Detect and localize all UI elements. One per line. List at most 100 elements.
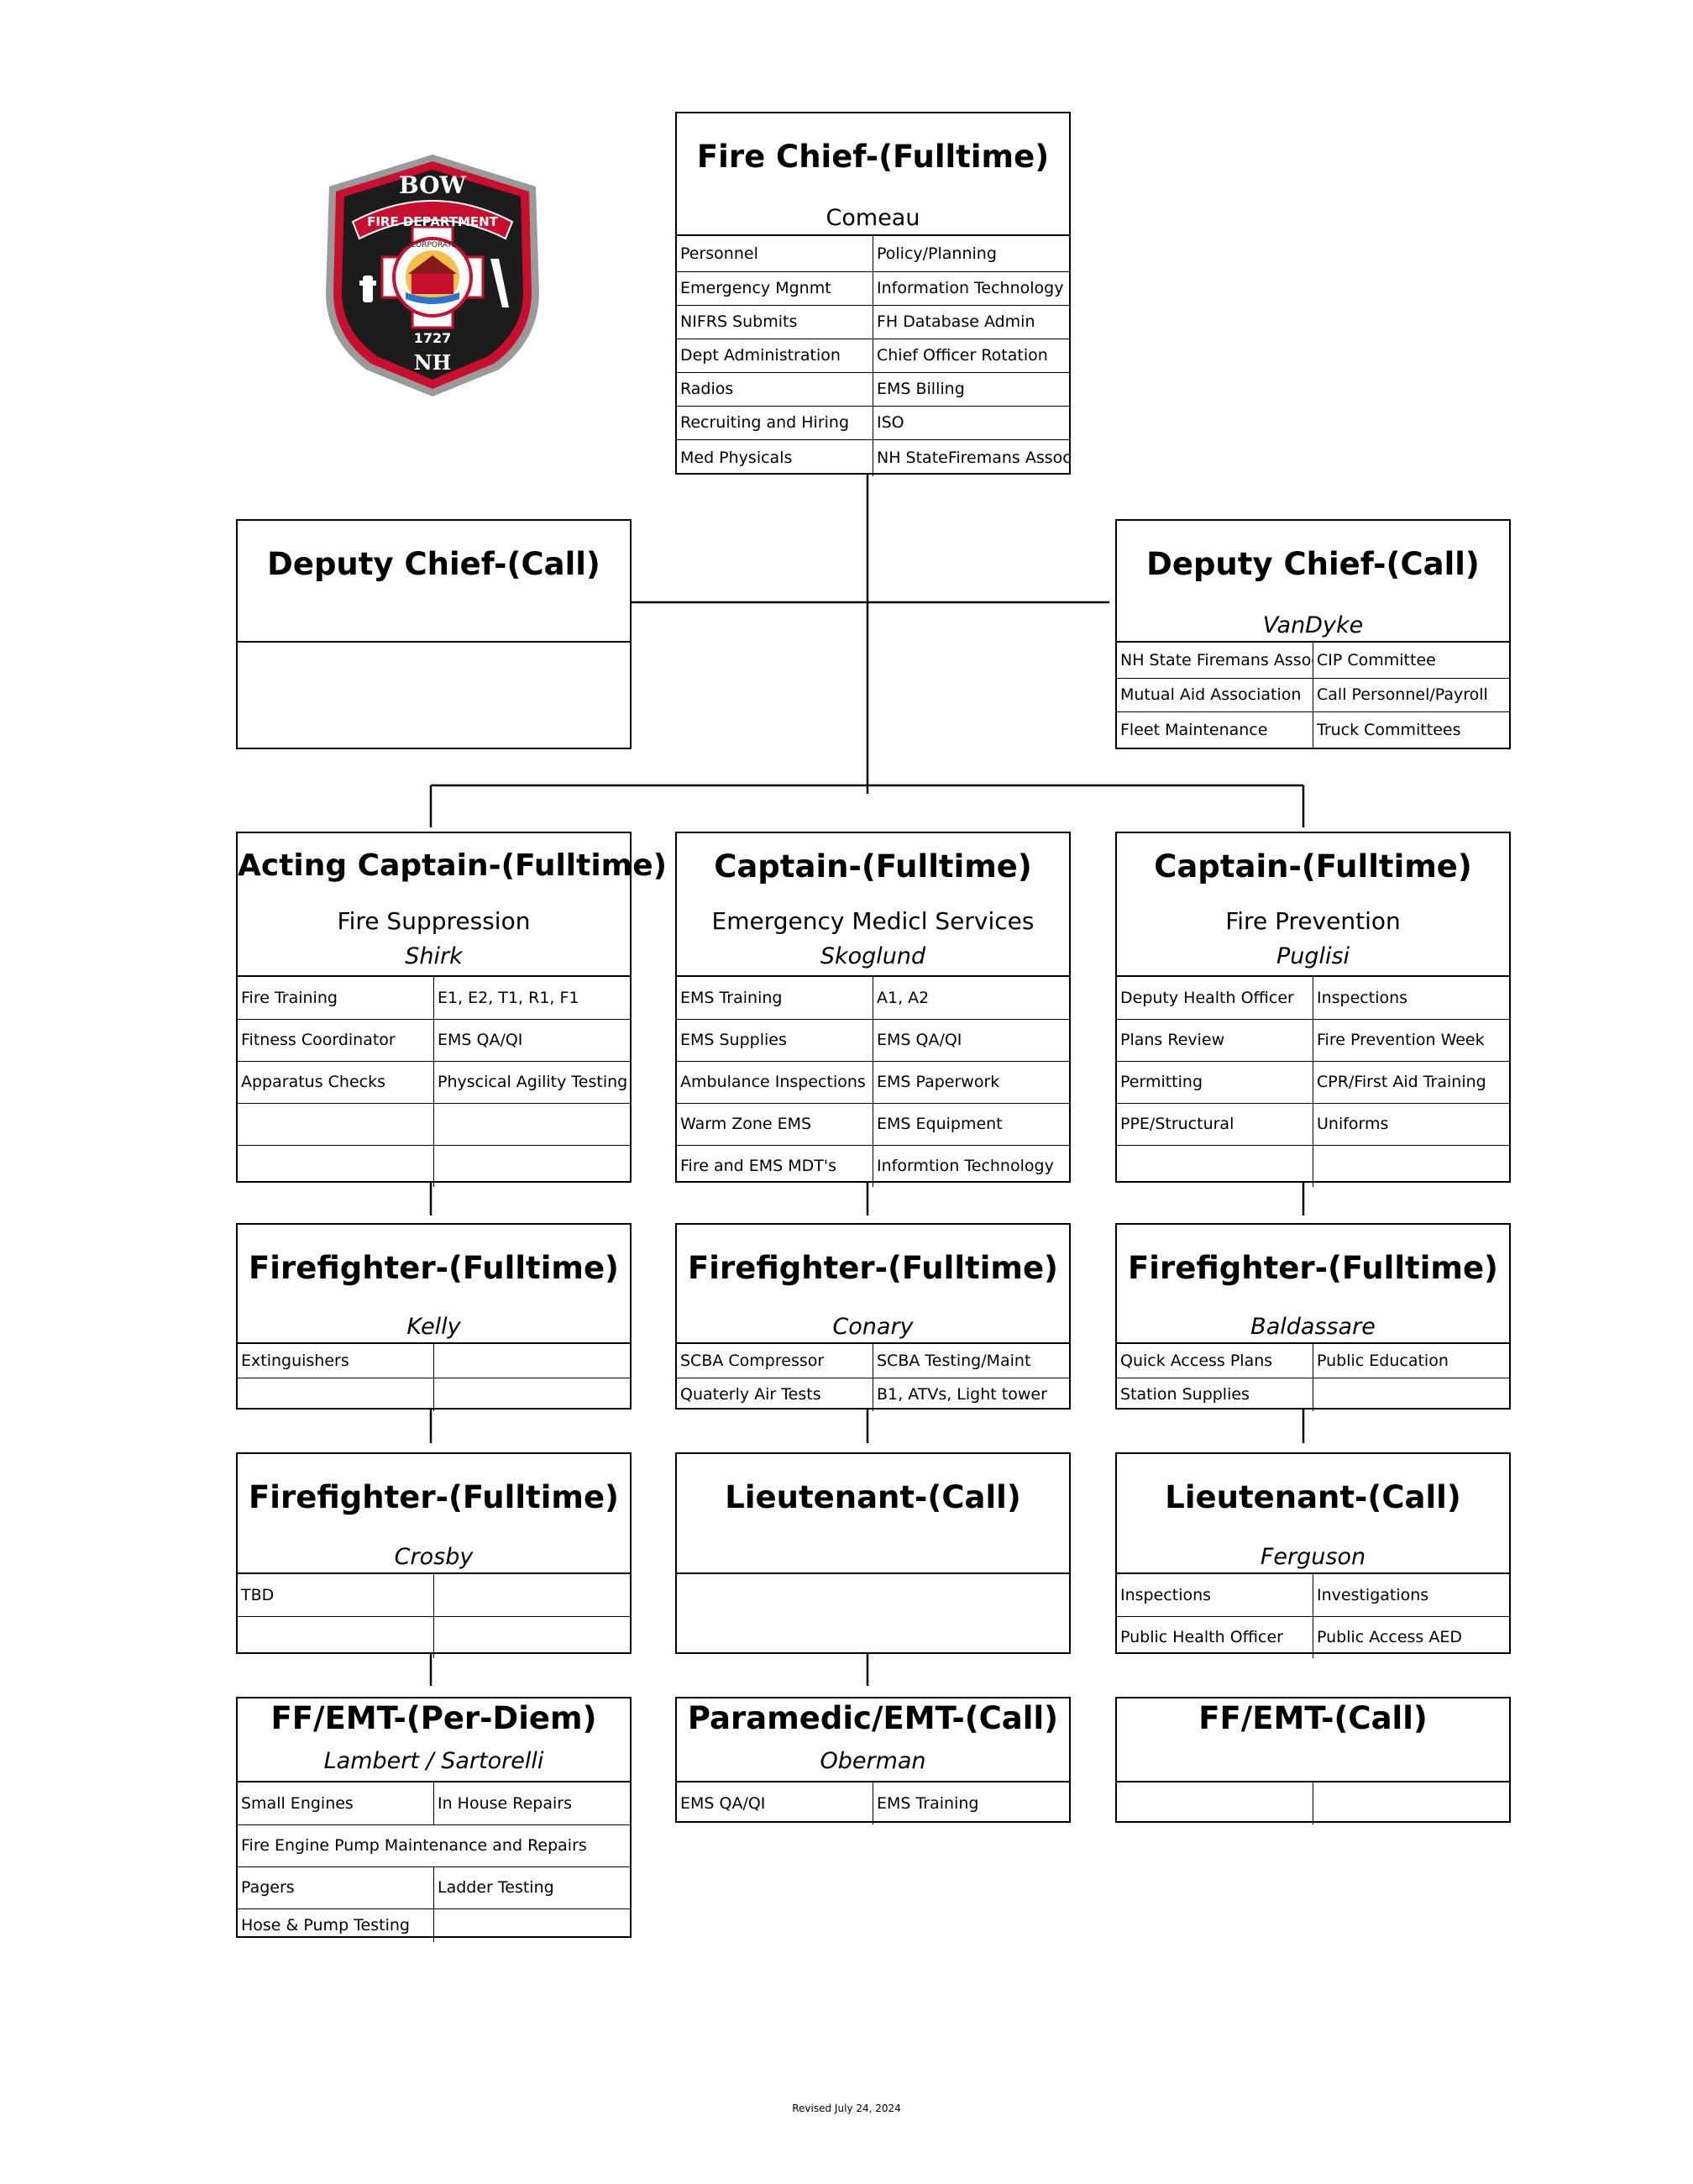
duty-cell: Warm Zone EMS <box>677 1102 873 1146</box>
duty-cell <box>1117 1144 1313 1187</box>
duty-cell: Fleet Maintenance <box>1117 711 1313 748</box>
duty-cell: Inspections <box>1117 1574 1313 1617</box>
logo-year: 1727 <box>414 330 452 346</box>
duty-cell: Ambulance Inspections <box>677 1060 873 1104</box>
duty-row: Extinguishers <box>238 1344 630 1378</box>
duties-table: Extinguishers <box>238 1344 630 1411</box>
duty-row: Fire Engine Pump Maintenance and Repairs <box>238 1824 630 1867</box>
position-box-captain-ems: Captain-(Fulltime)Emergency Medicl Servi… <box>675 832 1071 1187</box>
duty-row <box>1117 1782 1509 1824</box>
person-name: Puglisi <box>1276 943 1350 969</box>
duty-cell: Apparatus Checks <box>238 1060 434 1104</box>
duty-cell: EMS Training <box>873 1782 1069 1824</box>
position-box-ffemt-call: FF/EMT-(Call) <box>1115 1697 1511 1824</box>
position-title: Firefighter-(Fulltime) <box>249 1250 619 1286</box>
duty-cell: Deputy Health Officer <box>1117 977 1313 1020</box>
duty-cell: Med Physicals <box>677 438 873 476</box>
duty-cell: CIP Committee <box>1313 643 1509 679</box>
duty-cell: NH State Firemans Assoc <box>1117 643 1313 679</box>
duty-cell: EMS Training <box>677 977 873 1020</box>
position-header: FF/EMT-(Per-Diem)Lambert / Sartorelli <box>238 1698 630 1782</box>
duty-cell: EMS Equipment <box>873 1102 1069 1146</box>
revised-date: Revised July 24, 2024 <box>792 2103 901 2114</box>
position-title: Firefighter-(Fulltime) <box>249 1479 619 1515</box>
duty-row: Station Supplies <box>1117 1377 1509 1411</box>
duty-cell: Extinguishers <box>238 1344 434 1378</box>
position-title: Firefighter-(Fulltime) <box>1128 1250 1498 1286</box>
position-title: Firefighter-(Fulltime) <box>688 1250 1058 1286</box>
duty-cell: Fitness Coordinator <box>238 1018 434 1062</box>
position-header: Firefighter-(Fulltime)Crosby <box>238 1454 630 1574</box>
duty-cell: Inspections <box>1313 977 1509 1020</box>
division-name: Emergency Medicl Services <box>711 907 1035 935</box>
position-header: Lieutenant-(Call)Ferguson <box>1117 1454 1509 1574</box>
duty-cell: Quaterly Air Tests <box>677 1377 873 1411</box>
position-title: Captain-(Fulltime) <box>1154 848 1472 885</box>
duty-cell: Ladder Testing <box>433 1866 630 1909</box>
duty-cell <box>433 1344 630 1378</box>
duty-cell: Fire Prevention Week <box>1313 1018 1509 1062</box>
position-title: Lieutenant-(Call) <box>725 1479 1021 1515</box>
duty-cell: EMS Supplies <box>677 1018 873 1062</box>
person-name: Conary <box>832 1314 914 1340</box>
duty-cell: Public Access AED <box>1313 1615 1509 1658</box>
duty-cell: Uniforms <box>1313 1102 1509 1146</box>
duty-row <box>1117 1144 1509 1187</box>
duty-cell <box>433 1615 630 1658</box>
person-name: Kelly <box>406 1314 461 1340</box>
duty-cell: Fire Engine Pump Maintenance and Repairs <box>238 1824 630 1867</box>
duty-cell: EMS Billing <box>873 371 1069 407</box>
duty-cell: EMS Paperwork <box>873 1060 1069 1104</box>
position-header: Deputy Chief-(Call) VanDyke <box>1117 521 1509 643</box>
logo-ribbon-text: FIRE DEPARTMENT <box>367 214 499 229</box>
duty-cell: Permitting <box>1117 1060 1313 1104</box>
duty-cell: Small Engines <box>238 1782 434 1825</box>
position-box-captain-fire-suppression: Acting Captain-(Fulltime)Fire Suppressio… <box>236 832 667 1187</box>
person-name: Oberman <box>820 1748 926 1774</box>
duty-cell: Investigations <box>1313 1574 1509 1617</box>
duty-cell <box>1313 1782 1509 1824</box>
duty-cell: B1, ATVs, Light tower <box>873 1377 1069 1411</box>
position-header: Paramedic/EMT-(Call) Oberman <box>677 1698 1069 1782</box>
position-title: Paramedic/EMT-(Call) <box>687 1700 1059 1736</box>
duty-cell: Policy/Planning <box>873 236 1069 272</box>
duty-cell <box>433 1377 630 1411</box>
duty-cell: Hose & Pump Testing <box>238 1908 434 1942</box>
position-title: Fire Chief-(Fulltime) <box>696 139 1050 175</box>
person-name: VanDyke <box>1262 612 1364 638</box>
position-title: FF/EMT-(Call) <box>1198 1700 1428 1736</box>
position-header: Lieutenant-(Call) <box>677 1454 1069 1574</box>
position-box-lt-center: Lieutenant-(Call) <box>675 1452 1071 1654</box>
position-header: Firefighter-(Fulltime)Baldassare <box>1117 1225 1509 1344</box>
position-title: Deputy Chief-(Call) <box>1146 546 1480 582</box>
duty-cell <box>238 1615 434 1658</box>
duty-cell: Physcical Agility Testing <box>433 1060 630 1104</box>
duty-cell: PPE/Structural <box>1117 1102 1313 1146</box>
